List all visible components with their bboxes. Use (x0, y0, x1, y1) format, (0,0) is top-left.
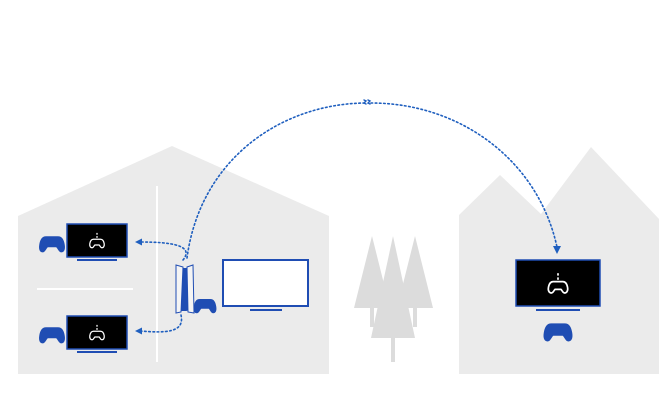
tv-remote-play-icon (66, 223, 128, 261)
wifi-break-icon (362, 99, 372, 105)
ps5-console-icon (175, 264, 195, 314)
dotted-arrow-icon (139, 102, 558, 333)
tv-icon (222, 259, 309, 311)
arrowheads (135, 238, 561, 335)
tv-remote-play-icon (66, 315, 128, 353)
tv-remote-play-icon (515, 259, 601, 311)
tree-icon (354, 236, 433, 362)
